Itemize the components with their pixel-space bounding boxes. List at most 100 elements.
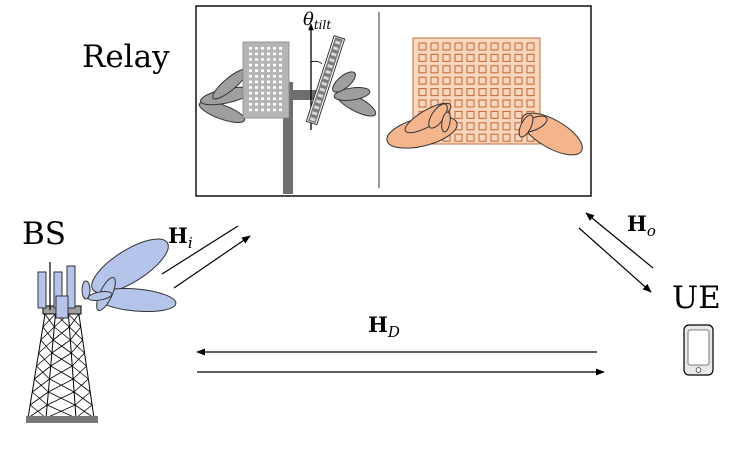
array-patch [418, 53, 427, 62]
array-patch [502, 76, 511, 85]
array-patch [430, 65, 439, 74]
lattice-brace [27, 404, 48, 419]
array-patch [490, 76, 499, 85]
array-patch [466, 53, 475, 62]
arrow-hi-plain [161, 225, 239, 275]
array-patch [514, 99, 523, 108]
building-window [261, 91, 264, 95]
building-window [279, 86, 282, 89]
lattice-brace [75, 404, 93, 419]
array-patch [514, 65, 523, 74]
building-window [279, 75, 282, 78]
lattice-brace [42, 313, 56, 328]
array-patch [526, 76, 535, 85]
lattice-brace [69, 313, 80, 328]
array-patch [490, 53, 499, 62]
reflector-element [309, 117, 316, 122]
reflector-element [315, 99, 322, 104]
array-patch [490, 65, 499, 74]
arrow-ho-back [585, 212, 654, 269]
reflector-element [311, 111, 318, 116]
building-window [267, 108, 270, 112]
array-patch [418, 88, 427, 97]
array-patch [466, 133, 475, 142]
building-window [261, 69, 264, 72]
array-patch [502, 99, 511, 108]
array-patch [526, 53, 535, 62]
reflector-element [332, 46, 339, 51]
building-window [255, 103, 258, 106]
passive-beams-left [198, 68, 252, 124]
planar-array-icon [386, 37, 583, 156]
array-patch [502, 42, 511, 51]
array-patch [478, 53, 487, 62]
array-patch [502, 122, 511, 131]
array-patch [430, 88, 439, 97]
building-window [255, 91, 258, 95]
array-patch [514, 53, 523, 62]
cell-tower-icon [26, 238, 177, 423]
array-patch [442, 65, 451, 74]
array-patch [430, 53, 439, 62]
building-window [273, 91, 276, 95]
building-window [249, 80, 252, 84]
lattice-brace [73, 378, 89, 393]
bs-label: BS [22, 216, 66, 252]
building-window [273, 75, 276, 78]
array-patch [514, 110, 523, 119]
channel-ho-label: Ho [627, 211, 656, 240]
lattice-brace [47, 404, 77, 419]
building-window [267, 52, 270, 56]
channel-hi-label: Hi [168, 223, 193, 252]
relay-mast-arm [293, 90, 321, 100]
building-window [273, 103, 276, 106]
array-patch [478, 122, 487, 131]
building-window [261, 80, 264, 84]
building-window [267, 86, 270, 89]
array-patch [454, 88, 463, 97]
reflector-panel [305, 35, 346, 126]
array-patch [454, 99, 463, 108]
building-window [267, 75, 270, 78]
array-patch [430, 76, 439, 85]
reflector-element [329, 58, 335, 63]
array-patch [514, 42, 523, 51]
reflector-element [334, 40, 341, 45]
lattice-brace [52, 326, 70, 341]
array-patch [526, 99, 535, 108]
building-window [255, 80, 258, 84]
building-window [273, 80, 276, 84]
array-patch [454, 53, 463, 62]
building-window [261, 108, 264, 112]
building-window [255, 108, 258, 112]
lattice-brace [48, 378, 74, 393]
array-patch [490, 133, 499, 142]
building-window [267, 91, 270, 95]
building-window [249, 47, 252, 50]
reflector-element [313, 105, 320, 110]
array-patch [466, 99, 475, 108]
array-patch [514, 76, 523, 85]
building-window [267, 103, 270, 106]
building-window [249, 97, 252, 100]
array-patch [442, 76, 451, 85]
array-patch [526, 88, 535, 97]
building-window [249, 75, 252, 78]
building-window [261, 75, 264, 78]
building-window [273, 69, 276, 72]
array-patch [442, 53, 451, 62]
array-patch [442, 42, 451, 51]
building-window [249, 69, 252, 72]
array-patch [454, 65, 463, 74]
lattice-brace [36, 352, 53, 367]
lattice-brace [40, 326, 55, 341]
building-window [255, 69, 258, 72]
building-window [249, 91, 252, 95]
building-window [273, 52, 276, 56]
building-window [261, 58, 264, 61]
building-window [273, 58, 276, 61]
building-window [279, 69, 282, 72]
relay-label: Relay [82, 39, 170, 75]
building-window [279, 108, 282, 112]
lattice-brace [74, 391, 91, 406]
